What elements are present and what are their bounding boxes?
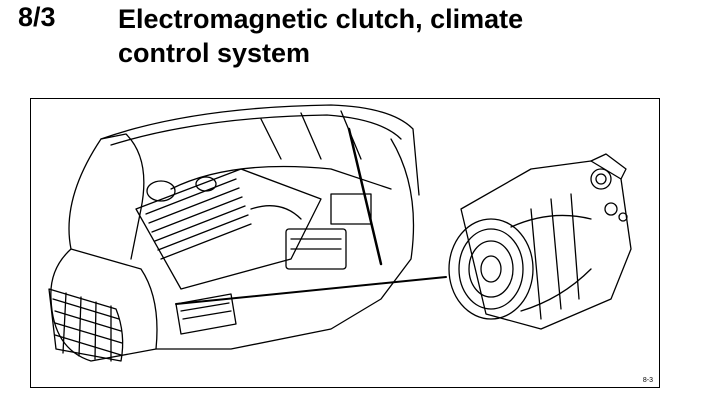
compressor-mount — [175, 293, 237, 335]
car-body — [50, 133, 415, 362]
page-title: Electromagnetic clutch, climate control … — [118, 2, 678, 70]
figure-frame: 8-3 — [30, 98, 660, 388]
hood-stay-rod — [347, 127, 383, 266]
section-number: 8/3 — [18, 2, 56, 32]
title-line-2: control system — [118, 38, 311, 68]
engine-compartment-illustration — [48, 104, 632, 362]
figure-code: 8-3 — [642, 377, 653, 384]
compressor-illustration — [448, 153, 632, 330]
title-line-1: Electromagnetic clutch, climate — [118, 4, 524, 34]
battery-area — [285, 193, 372, 270]
leader-line — [175, 276, 447, 305]
front-grille — [48, 288, 124, 362]
hood-outline — [100, 104, 420, 196]
clutch-pulley — [448, 218, 534, 320]
